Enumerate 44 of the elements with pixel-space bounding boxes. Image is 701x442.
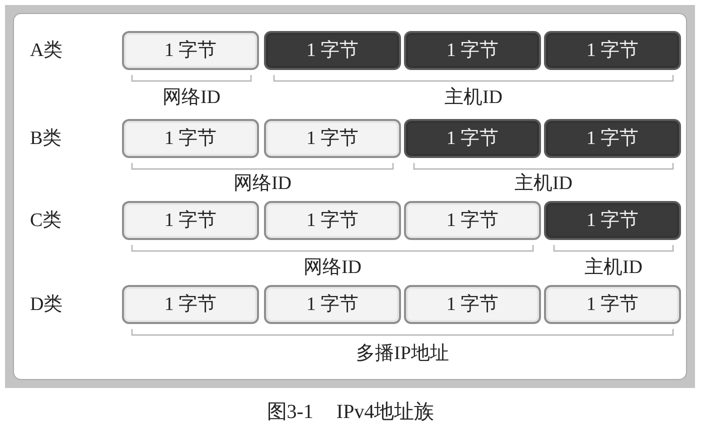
byte-text: 1 字节 xyxy=(586,294,639,316)
class-label: D类 xyxy=(30,294,63,316)
field-label: 主机ID xyxy=(514,173,573,195)
byte-text: 1 字节 xyxy=(164,40,217,62)
byte-block xyxy=(544,31,681,70)
field-label: 主机ID xyxy=(584,257,643,279)
byte-block xyxy=(544,201,681,240)
figure-caption: 图3-1 IPv4地址族 xyxy=(266,401,434,423)
byte-block xyxy=(404,31,541,70)
byte-text: 1 字节 xyxy=(446,294,499,316)
byte-block xyxy=(264,201,401,240)
byte-block xyxy=(264,119,401,158)
byte-block xyxy=(544,285,681,324)
byte-block xyxy=(122,285,259,324)
byte-text: 1 字节 xyxy=(164,128,217,150)
class-label: C类 xyxy=(30,210,62,232)
byte-text: 1 字节 xyxy=(306,128,359,150)
byte-text: 1 字节 xyxy=(306,40,359,62)
byte-block xyxy=(264,31,401,70)
byte-text: 1 字节 xyxy=(586,210,639,232)
byte-block xyxy=(264,285,401,324)
byte-block xyxy=(122,201,259,240)
byte-text: 1 字节 xyxy=(306,294,359,316)
class-label: B类 xyxy=(30,128,62,150)
byte-block xyxy=(544,119,681,158)
class-label: A类 xyxy=(30,40,63,62)
field-label: 网络ID xyxy=(162,87,221,109)
byte-text: 1 字节 xyxy=(306,210,359,232)
byte-text: 1 字节 xyxy=(446,210,499,232)
field-label: 网络ID xyxy=(303,257,362,279)
byte-block xyxy=(404,201,541,240)
byte-text: 1 字节 xyxy=(586,128,639,150)
field-label: 网络ID xyxy=(233,173,292,195)
byte-text: 1 字节 xyxy=(446,40,499,62)
byte-block xyxy=(122,31,259,70)
byte-text: 1 字节 xyxy=(446,128,499,150)
byte-text: 1 字节 xyxy=(164,210,217,232)
byte-block xyxy=(122,119,259,158)
byte-block xyxy=(404,285,541,324)
byte-text: 1 字节 xyxy=(586,40,639,62)
field-label: 主机ID xyxy=(444,87,503,109)
field-label: 多播IP地址 xyxy=(356,343,449,365)
byte-block xyxy=(404,119,541,158)
byte-text: 1 字节 xyxy=(164,294,217,316)
